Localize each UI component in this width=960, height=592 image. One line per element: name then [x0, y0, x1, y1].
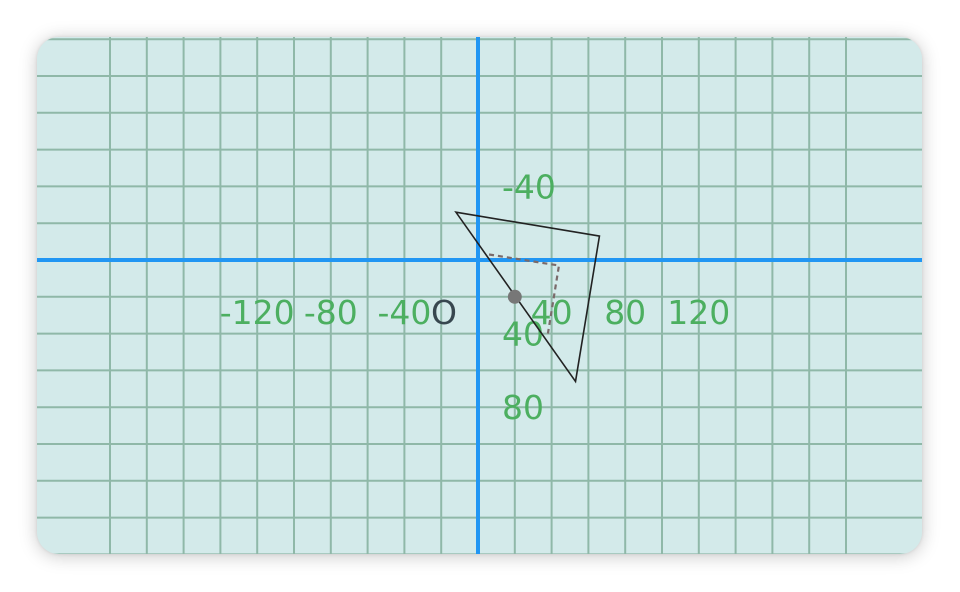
x-tick-label: -40 — [377, 293, 431, 332]
x-tick-label: -120 — [220, 293, 295, 332]
y-tick-label: 80 — [502, 388, 544, 427]
y-tick-label: 40 — [502, 315, 544, 354]
x-tick-label: 80 — [604, 293, 646, 332]
x-tick-label: 120 — [667, 293, 730, 332]
axes — [37, 37, 922, 554]
y-tick-label: -40 — [502, 167, 556, 206]
origin-label: O — [431, 293, 457, 332]
center-point — [507, 289, 522, 304]
shapes — [454, 211, 601, 384]
x-tick-label: -80 — [304, 293, 358, 332]
